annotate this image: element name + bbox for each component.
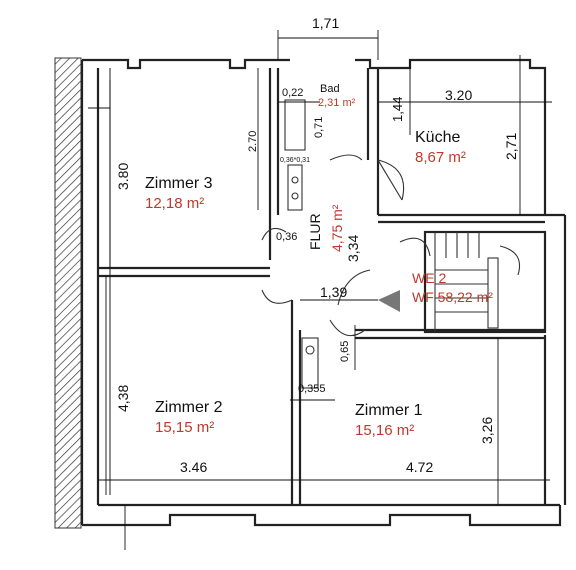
flur-area: 4,75 m² [329,204,345,252]
doors [261,154,405,337]
bad-label: Bad [320,83,340,95]
dim-kueche-width: 3.20 [445,87,472,103]
dim-bad-inner: 0,71 [313,117,325,138]
zimmer3-area: 12,18 m² [145,195,204,212]
zimmer2-area: 15,15 m² [155,419,214,436]
zimmer2-label: Zimmer 2 [155,399,223,416]
dim-zimmer2-width: 3.46 [180,459,207,475]
stair-arrow-marker [378,290,400,312]
bad-area: 2,31 m² [318,97,356,109]
dim-small-niche: 0,36*0,31 [280,157,310,164]
unit-area: WF 58,22 m² [412,289,493,305]
dim-zimmer2-height: 4,38 [115,385,131,412]
dim-bad-left: 0,22 [282,87,303,99]
dim-flur-door: 0,36 [276,231,297,243]
dim-bad-niche: 1,44 [390,97,405,122]
dim-wc-depth: 0,65 [339,341,351,362]
dim-zimmer3-height: 3.80 [115,163,131,190]
kueche-label: Küche [415,129,460,146]
zimmer3-label: Zimmer 3 [145,175,213,192]
flur-label: FLUR [307,213,323,250]
zimmer1-area: 15,16 m² [355,422,414,439]
dim-kueche-height: 2,71 [503,133,519,160]
dim-zimmer1-width: 4.72 [406,459,433,475]
bathroom-fixtures [284,99,319,389]
interior-walls [98,68,547,505]
dim-flur-length: 3,34 [345,235,361,262]
staircase [378,232,521,332]
dim-wc-width: 0,355 [298,383,326,395]
kueche-area: 8,67 m² [415,149,466,166]
dim-flur-width: 1,39 [320,284,347,300]
exterior-wall-hatch [54,57,82,529]
dimension-lines [88,30,552,550]
zimmer1-label: Zimmer 1 [355,402,423,419]
dim-zimmer3-inner: 2.70 [247,131,259,152]
dim-zimmer1-height: 3,26 [479,417,495,444]
dim-top-bad-width: 1,71 [312,15,339,31]
unit-label: WE 2 [412,270,446,286]
